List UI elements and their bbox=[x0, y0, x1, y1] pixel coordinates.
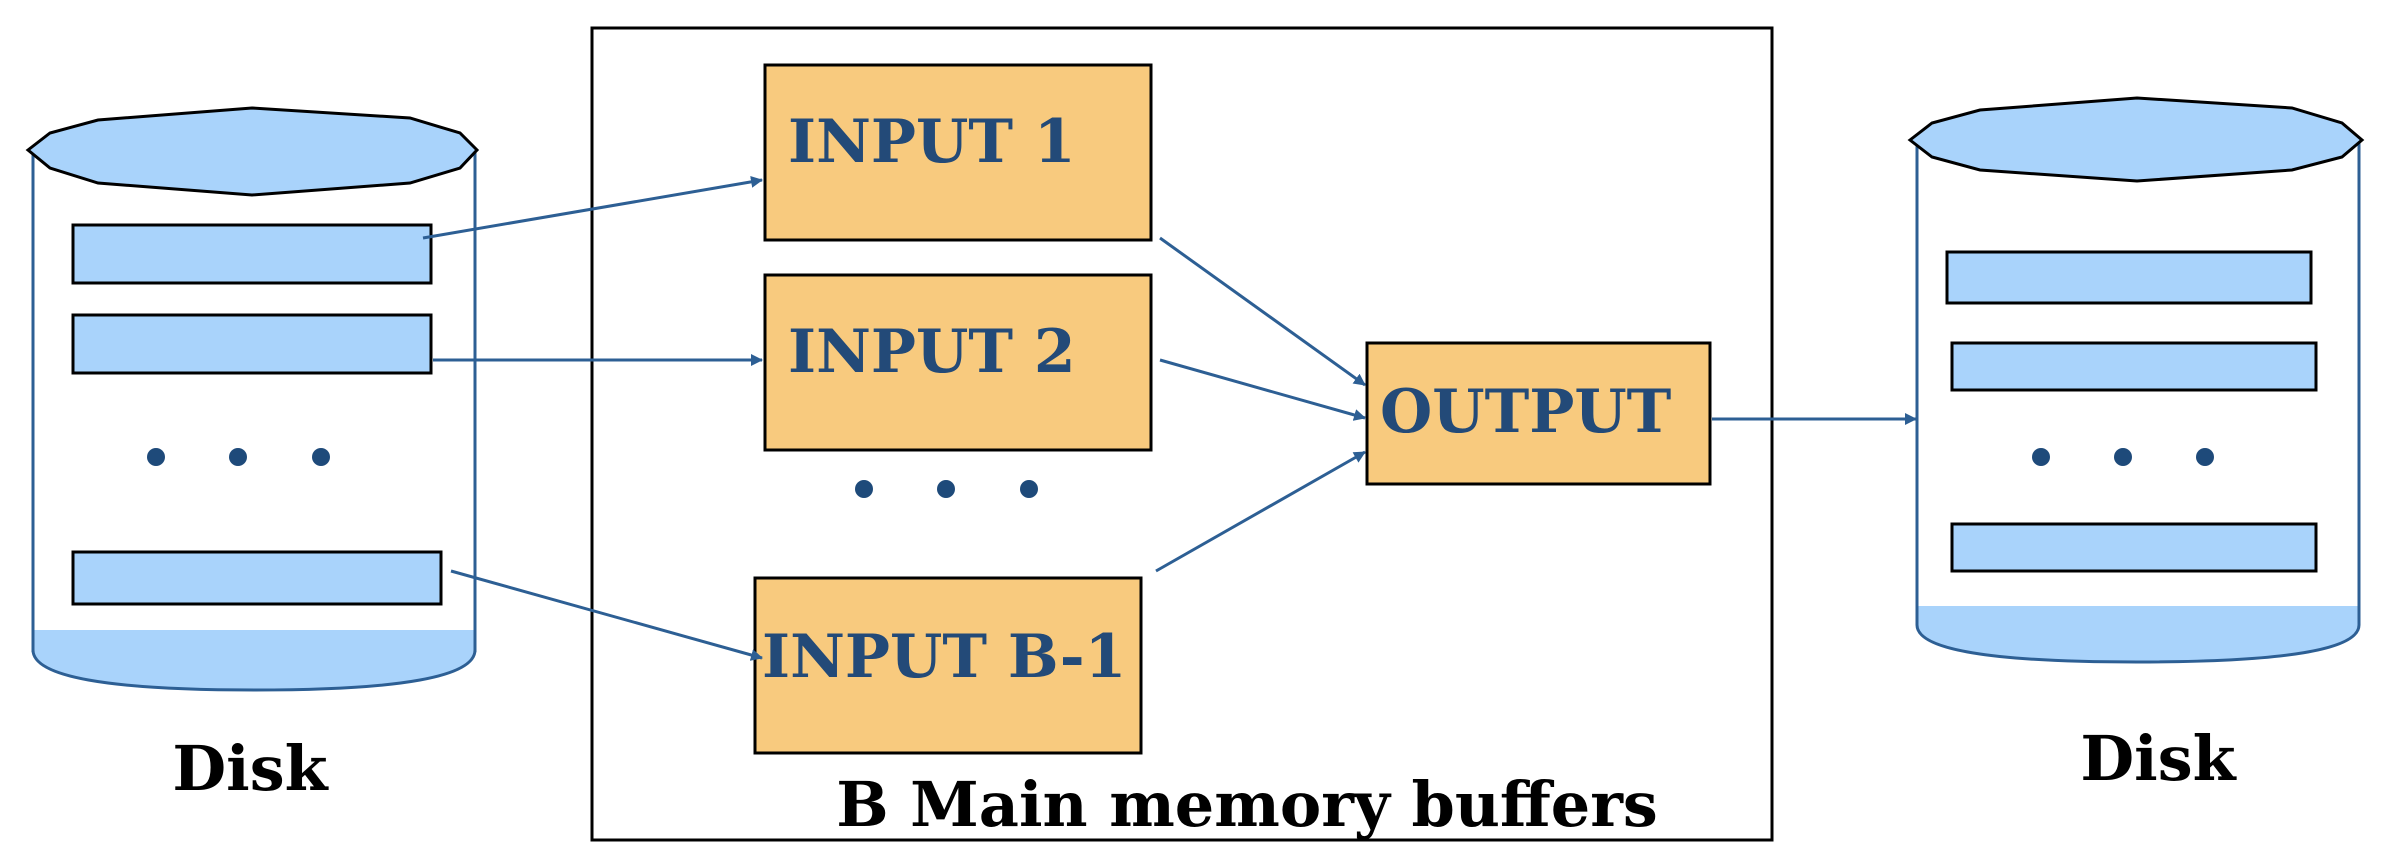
arrow-input-2-to-output bbox=[1159, 358, 1366, 421]
input-buffer-b-1: INPUT B-1 bbox=[753, 576, 1143, 755]
buffer-ellipsis bbox=[855, 480, 1038, 498]
arrow-input-1-to-output bbox=[1159, 236, 1366, 387]
right-disk-top bbox=[1907, 96, 2365, 183]
arrows bbox=[422, 175, 1917, 661]
input-buffer-b-1-label: INPUT B-1 bbox=[762, 622, 1126, 692]
left-disk-page-2 bbox=[71, 313, 433, 375]
right-disk bbox=[1907, 96, 2365, 664]
left-disk-top bbox=[25, 106, 480, 197]
main-memory-caption: B Main memory buffers bbox=[836, 768, 1658, 841]
left-disk bbox=[25, 106, 480, 692]
left-disk-ellipsis bbox=[147, 448, 330, 466]
right-disk-ellipsis bbox=[2032, 448, 2214, 466]
input-buffer-1-label: INPUT 1 bbox=[788, 107, 1076, 177]
right-disk-base bbox=[1917, 606, 2359, 662]
right-disk-page-last bbox=[1950, 522, 2318, 573]
input-buffer-1: INPUT 1 bbox=[763, 63, 1153, 242]
left-disk-bottom-curve bbox=[31, 649, 477, 692]
right-disk-page-2 bbox=[1950, 341, 2318, 392]
left-disk-page-1 bbox=[71, 223, 433, 285]
arrow-disk-to-input-b-1 bbox=[450, 569, 763, 661]
left-disk-base bbox=[33, 630, 475, 690]
left-disk-label: Disk bbox=[172, 732, 329, 805]
right-disk-page-1 bbox=[1945, 250, 2313, 305]
left-disk-page-last bbox=[71, 550, 443, 606]
output-buffer: OUTPUT bbox=[1365, 341, 1712, 486]
input-buffer-2: INPUT 2 bbox=[763, 273, 1153, 452]
arrow-disk-to-input-1 bbox=[422, 175, 763, 240]
main-memory-box bbox=[590, 26, 1774, 842]
input-buffer-2-label: INPUT 2 bbox=[788, 317, 1076, 387]
output-buffer-label: OUTPUT bbox=[1380, 377, 1672, 447]
right-disk-bottom-curve bbox=[1915, 624, 2361, 664]
right-disk-label: Disk bbox=[2080, 722, 2237, 795]
arrow-input-b-1-to-output bbox=[1155, 450, 1366, 573]
